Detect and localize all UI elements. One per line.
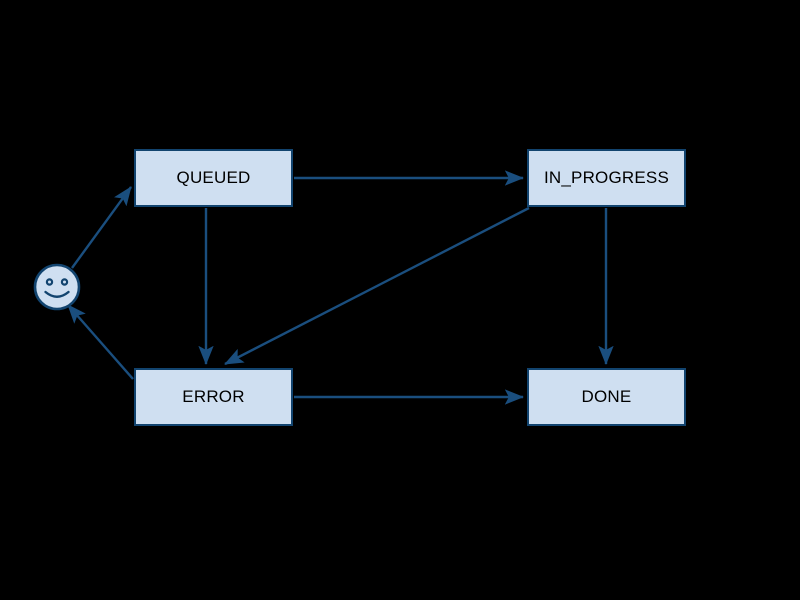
edge-error-to-start: [67, 304, 134, 380]
smiley-left-eye-icon: [45, 278, 54, 286]
node-done-label: DONE: [581, 387, 632, 406]
node-queued-label: QUEUED: [176, 168, 251, 187]
node-queued[interactable]: QUEUED: [134, 149, 293, 207]
node-in-progress-label: IN_PROGRESS: [543, 168, 669, 187]
start-node-circle: [33, 263, 81, 311]
edge-in-progress-to-error: [224, 206, 530, 366]
node-in-progress[interactable]: IN_PROGRESS: [527, 149, 686, 207]
node-done[interactable]: DONE: [527, 368, 686, 426]
smiley-mouth-icon: [44, 290, 70, 298]
node-error[interactable]: ERROR: [134, 368, 293, 426]
smiley-right-eye-icon: [60, 278, 69, 286]
node-error-label: ERROR: [182, 387, 245, 406]
edge-start-to-queued: [71, 186, 132, 269]
start-node-smiley[interactable]: [33, 263, 81, 311]
